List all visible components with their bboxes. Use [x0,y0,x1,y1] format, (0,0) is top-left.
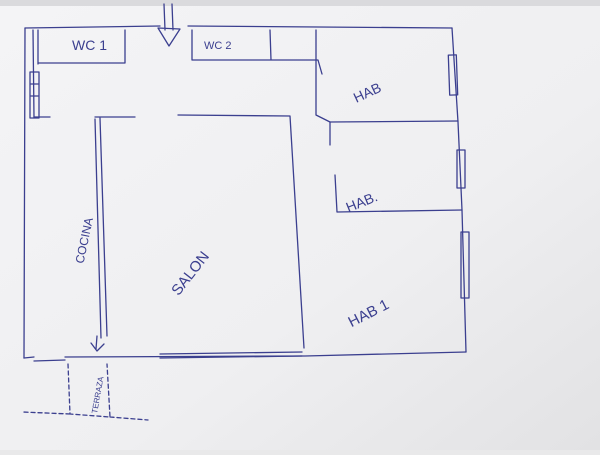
wc2-walls [191,29,323,75]
left-window [29,71,40,119]
outer-wall-bottom [23,351,467,359]
terraza-outline [21,363,149,421]
paper-top-edge [0,0,600,6]
hab-mid-partition [334,174,463,213]
wc1-walls [32,29,126,119]
corridor-right-wall [315,29,331,123]
label-wc1: WC 1 [72,37,107,53]
outer-wall-right [451,27,467,353]
hab-top-partition [329,120,459,146]
window-hab-1 [460,231,470,299]
label-wc2: WC 2 [204,40,232,52]
salon-top-wall [177,114,305,349]
left-window-marks [30,83,39,97]
window-hab-top [447,54,459,96]
entrance-arrow-icon [157,3,181,47]
corridor-left-wall [94,117,108,339]
outer-wall-top [24,25,453,29]
exit-arrow-icon [90,335,105,352]
outer-wall-left [23,27,26,359]
bottom-wall-double [33,351,303,362]
window-hab-mid [456,149,466,189]
